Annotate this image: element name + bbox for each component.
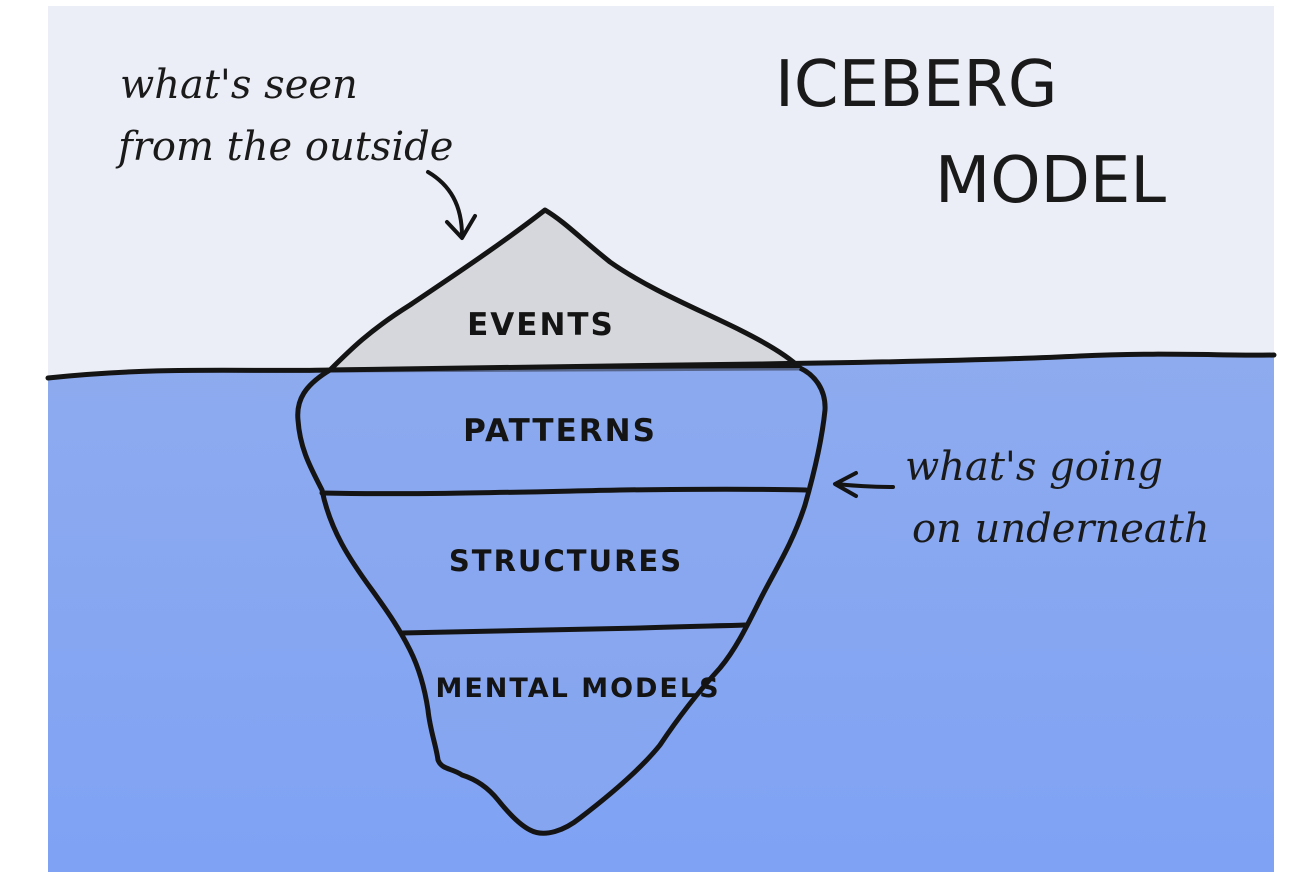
layer-label-events: EVENTS	[467, 307, 615, 343]
layer-label-structures: STRUCTURES	[449, 544, 683, 578]
layer-label-mental-models: MENTAL MODELS	[435, 673, 720, 704]
layer-label-patterns: PATTERNS	[463, 413, 657, 449]
title-line-1: ICEBERG	[775, 48, 1057, 122]
annotation-right-line-1: what's going	[905, 444, 1163, 490]
annotation-top-line-1: what's seen	[120, 62, 358, 108]
title-line-2: MODEL	[935, 144, 1166, 218]
annotation-right-line-2: on underneath	[912, 506, 1210, 552]
annotation-top-line-2: from the outside	[115, 124, 453, 170]
